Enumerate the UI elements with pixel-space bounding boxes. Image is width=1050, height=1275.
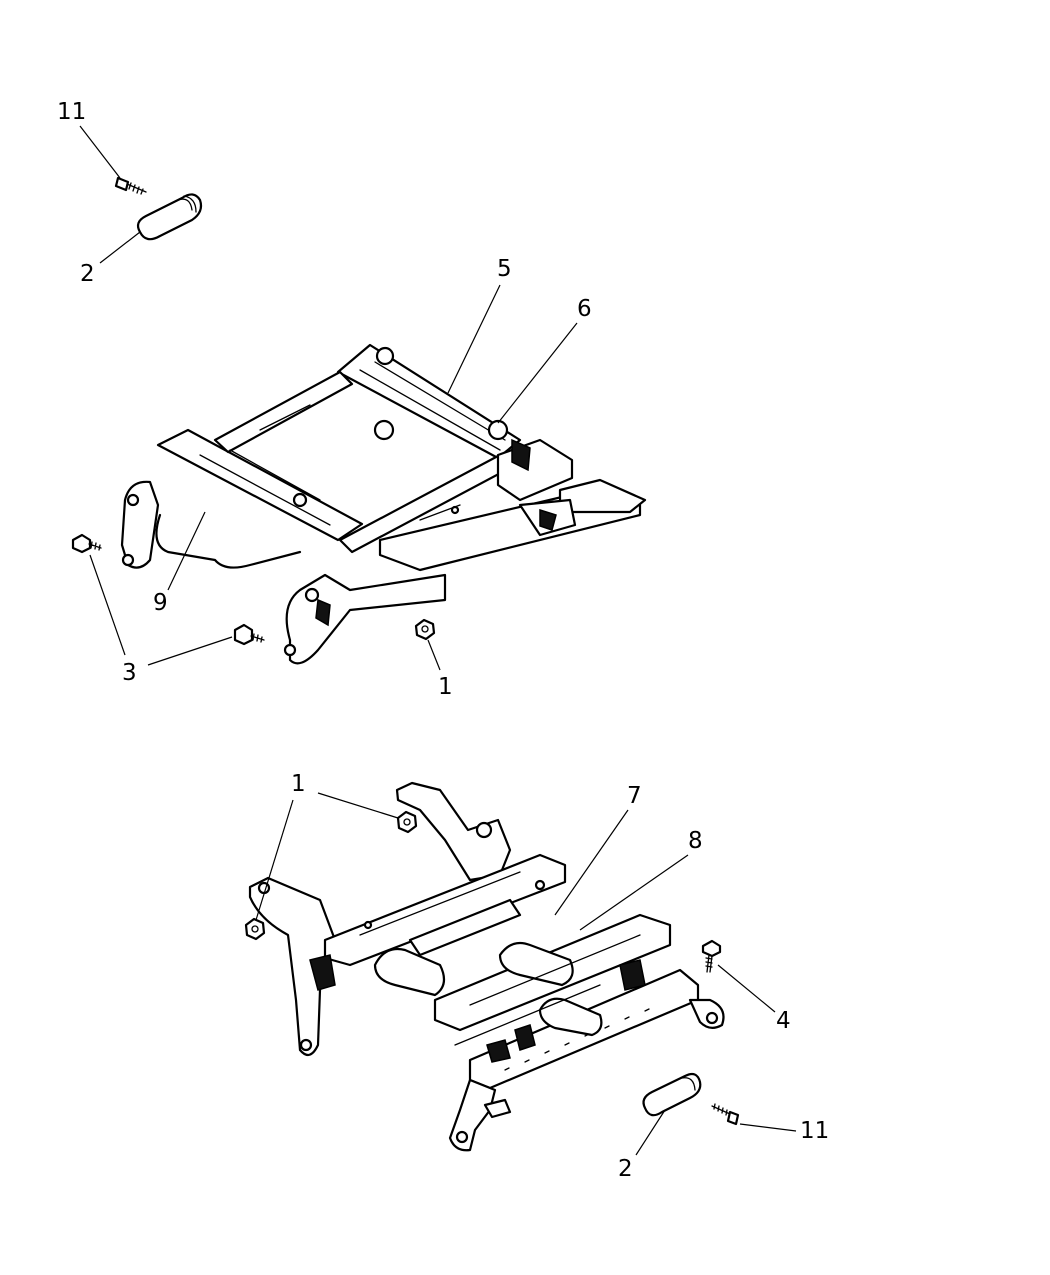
callout-9: 9 (153, 590, 168, 616)
callout-2-top: 2 (80, 261, 95, 287)
upper-bolt-3-left (71, 533, 102, 554)
lower-nut-1-left (244, 917, 266, 941)
callout-5: 5 (497, 256, 512, 282)
upper-track-frame (120, 343, 647, 665)
callout-6: 6 (577, 296, 592, 322)
callout-11-top: 11 (57, 99, 87, 125)
upper-bolt-3-right (233, 623, 265, 646)
callout-2-bottom: 2 (618, 1156, 633, 1182)
upper-handle-lever-2 (136, 193, 203, 241)
lower-handle-lever-2 (642, 1072, 702, 1117)
lower-adjuster-frame (248, 781, 725, 1152)
upper-leader-lines (79, 125, 578, 671)
callout-4: 4 (776, 1008, 791, 1034)
callout-1-top: 1 (438, 674, 453, 700)
callout-11-bottom: 11 (800, 1118, 830, 1144)
callout-7: 7 (627, 783, 642, 809)
lower-leader-lines (255, 792, 797, 1156)
upper-nut-1 (414, 618, 436, 641)
callout-1-bottom: 1 (291, 771, 306, 797)
callout-8: 8 (688, 828, 703, 854)
callout-3: 3 (122, 660, 137, 686)
lower-screw-11 (711, 1103, 740, 1126)
lower-bolt-4 (701, 939, 722, 973)
upper-screw-11 (114, 176, 147, 195)
lower-nut-1-rear (396, 810, 418, 834)
